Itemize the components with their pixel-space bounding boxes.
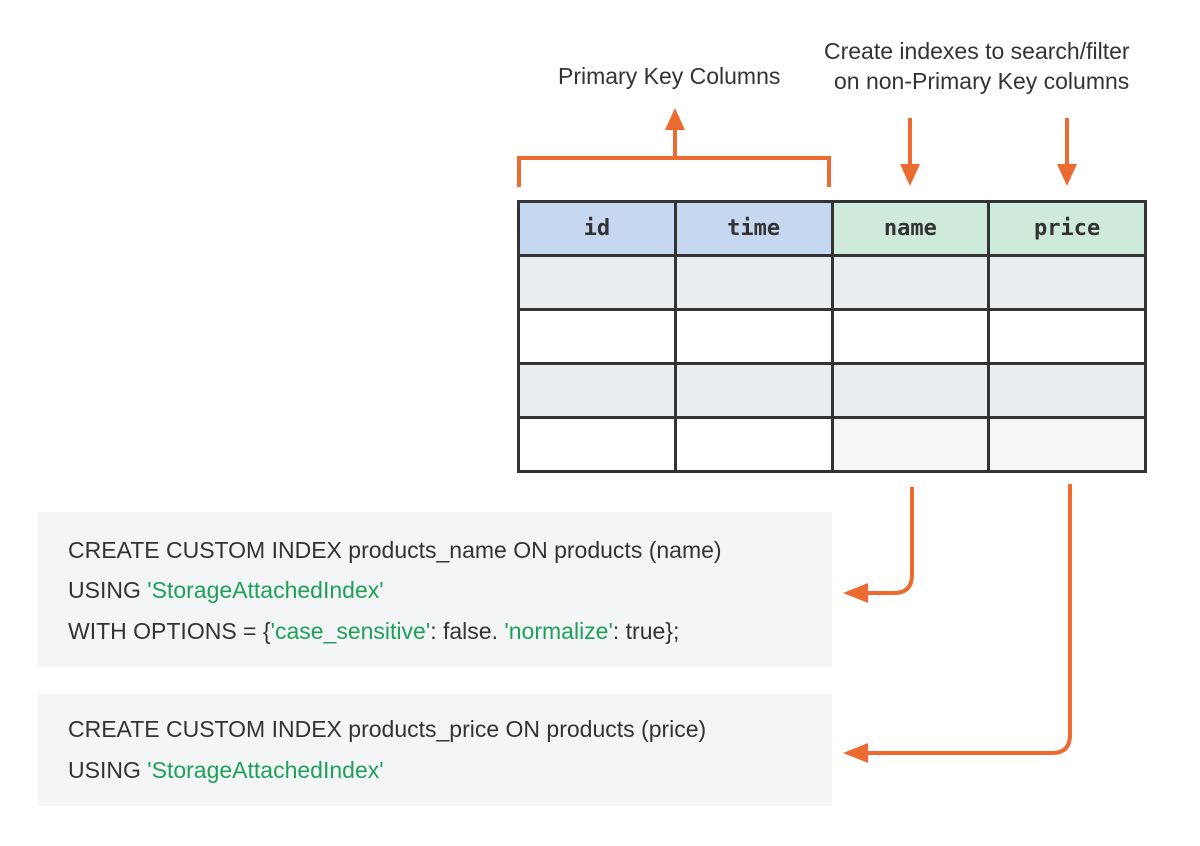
- table-cell: [517, 308, 677, 365]
- table-cell: [517, 362, 677, 419]
- table-cell: [673, 254, 834, 311]
- name-connector: [866, 487, 914, 595]
- table-cell: [673, 362, 834, 419]
- column-header-name: name: [830, 200, 991, 257]
- price-connector-head: [843, 743, 868, 763]
- code-string: 'StorageAttachedIndex': [147, 757, 384, 783]
- table-row: [517, 416, 1147, 473]
- code-text: CREATE CUSTOM INDEX products_price ON pr…: [68, 716, 707, 742]
- primary-key-label: Primary Key Columns: [558, 63, 781, 89]
- code-string: 'StorageAttachedIndex': [147, 577, 384, 603]
- name-down-arrow-head: [900, 164, 920, 186]
- code-line: WITH OPTIONS = {'case_sensitive': false.…: [68, 616, 679, 646]
- price-connector: [866, 484, 1072, 755]
- code-text: USING: [68, 757, 148, 783]
- table-cell: [673, 308, 834, 365]
- table-row: [517, 254, 1147, 311]
- code-text: USING: [68, 577, 148, 603]
- table-cell: [830, 362, 991, 419]
- column-header-price: price: [987, 200, 1147, 257]
- code-line: CREATE CUSTOM INDEX products_price ON pr…: [68, 714, 706, 744]
- code-text: CREATE CUSTOM INDEX products_name ON pro…: [68, 537, 722, 563]
- table-cell: [987, 362, 1147, 419]
- code-line: USING 'StorageAttachedIndex': [68, 575, 384, 605]
- column-header-id: id: [517, 200, 677, 257]
- table-cell: [673, 416, 834, 473]
- table-header-row: id time name price: [517, 200, 1147, 257]
- code-string: 'normalize': [504, 618, 613, 644]
- table-cell: [987, 254, 1147, 311]
- code-line: USING 'StorageAttachedIndex': [68, 755, 384, 785]
- code-text: : true};: [612, 618, 680, 644]
- code-block-price-index: CREATE CUSTOM INDEX products_price ON pr…: [38, 694, 832, 806]
- primary-key-bracket: [517, 156, 831, 187]
- index-label-line2: on non-Primary Key columns: [834, 68, 1130, 94]
- price-down-arrow-head: [1057, 164, 1077, 186]
- code-block-name-index: CREATE CUSTOM INDEX products_name ON pro…: [38, 512, 832, 667]
- name-connector-head: [843, 583, 868, 603]
- index-label-line1: Create indexes to search/filter: [824, 38, 1130, 64]
- column-header-time: time: [673, 200, 834, 257]
- code-text: WITH OPTIONS = {: [68, 618, 271, 644]
- up-arrow-head: [665, 108, 685, 130]
- table-cell: [987, 308, 1147, 365]
- table-cell: [517, 254, 677, 311]
- table-row: [517, 362, 1147, 419]
- table-cell: [517, 416, 677, 473]
- table-cell: [830, 254, 991, 311]
- products-table: id time name price: [517, 200, 1147, 473]
- code-line: CREATE CUSTOM INDEX products_name ON pro…: [68, 535, 722, 565]
- code-text: : false.: [430, 618, 505, 644]
- table-cell: [987, 416, 1147, 473]
- table-cell: [830, 416, 991, 473]
- table-row: [517, 308, 1147, 365]
- code-string: 'case_sensitive': [270, 618, 431, 644]
- table-cell: [830, 308, 991, 365]
